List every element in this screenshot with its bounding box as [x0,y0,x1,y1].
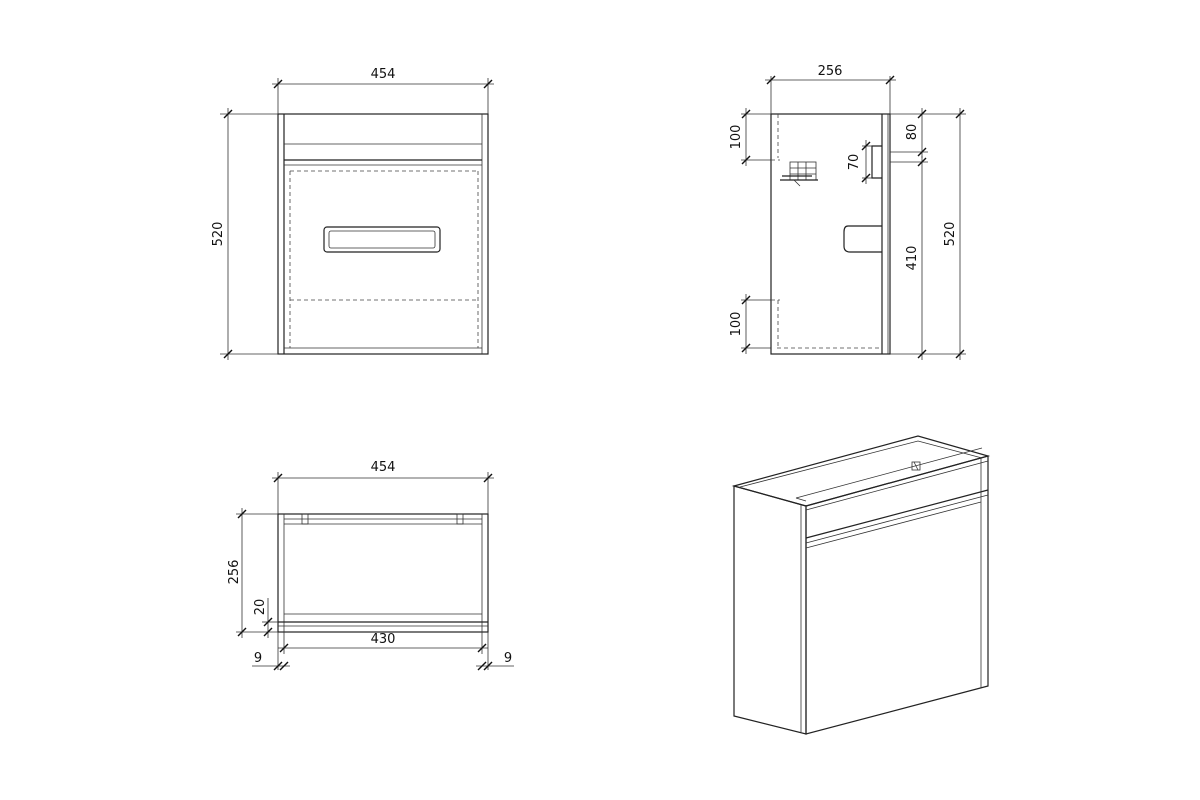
side-lower-label: 410 [905,246,920,271]
top-left-offset-label: 9 [254,651,262,666]
side-hardware-icon [780,161,818,187]
side-siphon-cutout [871,145,882,179]
iso-tap-icon [911,461,921,471]
top-right-offset-label: 9 [504,651,512,666]
side-top-offset-label: 100 [729,125,744,150]
side-height-label: 520 [943,222,958,247]
top-view: 454 256 20 430 9 9 [227,460,514,671]
iso-side-face [733,485,807,735]
front-height-label: 520 [211,222,226,247]
front-view: 454 520 [211,67,494,360]
top-body-outline [277,513,489,633]
top-right-clip [456,513,464,525]
side-handle-profile [843,225,882,253]
isometric-view [731,435,991,735]
front-body-outline [277,113,489,355]
side-siphon-gap-label: 70 [847,154,862,171]
iso-rail-line [805,489,989,539]
top-depth-label: 256 [227,560,242,585]
side-body-outline [770,113,891,355]
top-left-clip [301,513,309,525]
front-drawer-handle [323,226,441,253]
side-bottom-offset-label: 100 [729,312,744,337]
top-width-label: 454 [371,460,396,475]
front-width-label: 454 [371,67,396,82]
side-depth-label: 256 [818,64,843,79]
iso-top-rim [731,435,991,507]
top-inner-width-label: 430 [371,632,396,647]
side-view: 256 100 100 70 80 410 [729,64,966,360]
side-top-rail-label: 80 [905,124,920,141]
top-panel-label: 20 [253,599,268,616]
